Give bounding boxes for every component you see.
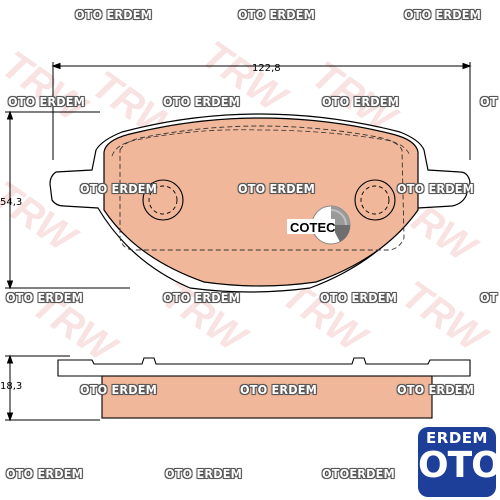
watermark-text: OTO ERDEM — [6, 466, 84, 481]
thickness-label: 18,3 — [0, 381, 22, 392]
pad-side-view — [57, 357, 471, 419]
watermark-text: OT — [480, 290, 498, 305]
watermark-text: OTO ERDEM — [75, 7, 153, 22]
height-dimension — [5, 110, 130, 290]
watermark-text: OTO ERDEM — [163, 94, 241, 109]
watermark-text: OTO ERDEM — [397, 181, 475, 196]
pad-front-view — [49, 113, 471, 293]
watermark-text: OTO ERDEM — [6, 290, 84, 305]
cotec-label: COTEC — [290, 220, 336, 235]
right-mounting-hole — [354, 179, 396, 221]
watermark-text: OTO ERDEM — [322, 94, 400, 109]
width-label: 122,8 — [252, 63, 281, 74]
wear-outline — [119, 125, 405, 251]
svg-text:TRW: TRW — [0, 43, 96, 133]
left-mounting-hole — [142, 179, 184, 221]
watermark-text: OTO ERDEM — [238, 7, 316, 22]
watermark-text: OTO ERDEM — [240, 382, 318, 397]
width-dimension — [51, 62, 472, 160]
watermark-text: OTO ERDEM — [404, 7, 482, 22]
watermark-text: OTO ERDEM — [238, 181, 316, 196]
thickness-dimension — [5, 354, 100, 422]
side-friction-block — [101, 375, 433, 419]
watermark-text: OTO ERDEM — [165, 466, 243, 481]
watermark-text: OTO ERDEM — [163, 290, 241, 305]
watermark-text: OTO ERDEM — [320, 290, 398, 305]
cotec-badge: COTEC — [287, 205, 351, 245]
watermark-text: OTO ERDEM — [80, 181, 158, 196]
side-backing-plate — [57, 357, 471, 377]
svg-text:TRW: TRW — [394, 273, 496, 363]
erdem-oto-logo: ERDEM OTO — [418, 427, 496, 497]
logo-top-text: ERDEM — [426, 429, 488, 447]
logo-bottom-text: OTO — [418, 445, 496, 486]
watermark-text: OT — [480, 94, 498, 109]
watermark-text: OTOERDEM — [322, 466, 395, 481]
friction-material — [103, 117, 419, 287]
watermark-text: OTO ERDEM — [8, 94, 86, 109]
height-label: 54,3 — [0, 197, 22, 208]
watermark-text: OTO ERDEM — [80, 382, 158, 397]
watermark-text: OTO ERDEM — [397, 382, 475, 397]
